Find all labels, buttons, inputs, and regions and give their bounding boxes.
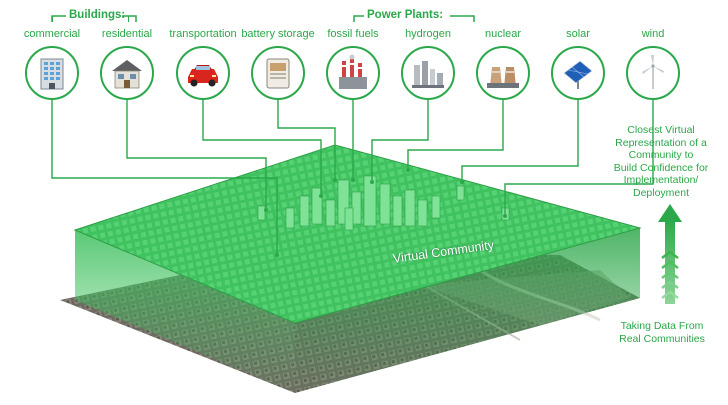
house-icon [112, 60, 142, 89]
category-label-transportation: transportation [169, 28, 237, 40]
note-line: Implementation/ [623, 174, 699, 186]
office-building-icon [40, 58, 64, 90]
wind-node [626, 46, 680, 100]
factory-smokestack-icon [339, 54, 367, 89]
connector-lines [51, 100, 654, 255]
virtual-layer-left-wall [75, 230, 295, 393]
note-line: Real Communities [619, 332, 705, 345]
note-line: Representation of a [615, 136, 707, 149]
car-icon [188, 65, 218, 87]
category-label-residential: residential [101, 28, 153, 40]
residential-node [100, 46, 154, 100]
note-line: Build Confidence for [613, 161, 709, 174]
solar-node [551, 46, 605, 100]
category-label-fossil-fuels: fossil fuels [327, 28, 379, 40]
buildings-bracket [51, 15, 137, 22]
wind-turbine-icon [642, 55, 664, 89]
virtual-layer-right-wall [295, 228, 640, 393]
virtual-layer-edge [73, 144, 642, 324]
battery-storage-node [251, 46, 305, 100]
hydrogen-plant-icon [412, 61, 444, 88]
virtual-community-layer [75, 145, 640, 323]
virtual-skyline [257, 175, 510, 231]
commercial-node [25, 46, 79, 100]
category-label-wind: wind [641, 28, 665, 40]
note-line: Taking Data From [620, 320, 704, 332]
upward-progress-arrow [658, 204, 682, 304]
note-line: Closest Virtual [627, 124, 695, 136]
power-plants-group-label: Power Plants: [367, 9, 444, 21]
solar-panel-icon [563, 60, 593, 89]
fossil-fuels-node [326, 46, 380, 100]
nuclear-node [476, 46, 530, 100]
note-line: Deployment [632, 186, 690, 199]
real-data-note: Taking Data From Real Communities [602, 320, 722, 345]
transportation-node [176, 46, 230, 100]
note-line: Community to [628, 149, 694, 161]
power-plants-bracket [353, 15, 475, 22]
hydrogen-node [401, 46, 455, 100]
buildings-group-label: Buildings: [69, 9, 126, 21]
virtual-representation-note: Closest Virtual Representation of a Comm… [598, 124, 724, 199]
battery-icon [266, 58, 290, 89]
category-label-solar: solar [566, 28, 590, 40]
connector-dots [264, 168, 507, 257]
category-label-commercial: commercial [23, 28, 81, 40]
cooling-tower-icon [487, 67, 519, 88]
category-label-nuclear: nuclear [484, 28, 522, 40]
category-label-hydrogen: hydrogen [405, 28, 451, 40]
category-label-battery-storage: battery storage [241, 28, 315, 40]
